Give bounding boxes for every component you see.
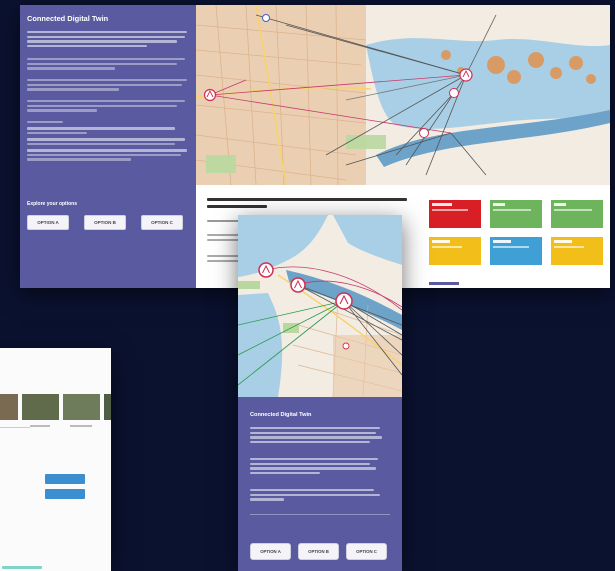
desktop-paragraph-4 bbox=[27, 100, 185, 114]
desktop-paragraph-3 bbox=[27, 79, 187, 93]
desktop-option-c-button[interactable]: OPTION C bbox=[141, 215, 183, 230]
cell-tower-icon[interactable] bbox=[419, 128, 429, 138]
explore-options-heading: Explore your options bbox=[27, 201, 78, 207]
mobile-option-c-button[interactable]: OPTION C bbox=[346, 543, 387, 560]
result-tile bbox=[551, 237, 603, 265]
photo-thumbnail[interactable] bbox=[22, 394, 59, 420]
partial-mockup bbox=[0, 348, 111, 571]
photo-thumbnail[interactable] bbox=[0, 394, 18, 420]
mobile-option-b-button[interactable]: OPTION B bbox=[298, 543, 339, 560]
result-tile bbox=[429, 237, 481, 265]
partial-blue-button[interactable] bbox=[45, 489, 85, 499]
option-b-heading bbox=[207, 198, 407, 201]
mobile-map-svg bbox=[238, 215, 402, 397]
photo-strip bbox=[0, 394, 111, 434]
result-tile bbox=[551, 200, 603, 228]
cell-tower-icon[interactable] bbox=[459, 68, 473, 82]
result-tile bbox=[490, 237, 542, 265]
cell-tower-icon[interactable] bbox=[262, 14, 270, 22]
mobile-info-panel: Connected Digital Twin OPTION A OPTION B… bbox=[238, 397, 402, 571]
result-tile bbox=[429, 200, 481, 228]
cell-tower-icon[interactable] bbox=[290, 277, 306, 293]
photo-thumbnail[interactable] bbox=[104, 394, 111, 420]
mobile-mockup: Connected Digital Twin OPTION A OPTION B… bbox=[238, 215, 402, 571]
tiles-footnote-link[interactable] bbox=[429, 282, 459, 285]
desktop-option-a-button[interactable]: OPTION A bbox=[27, 215, 69, 230]
desktop-mockup: Connected Digital Twin bbox=[20, 5, 610, 288]
desktop-title: Connected Digital Twin bbox=[27, 14, 109, 23]
cell-tower-icon[interactable] bbox=[203, 88, 217, 102]
mobile-option-buttons: OPTION A OPTION B OPTION C bbox=[250, 543, 387, 560]
cell-tower-icon[interactable] bbox=[258, 262, 274, 278]
mobile-network-map[interactable] bbox=[238, 215, 402, 397]
mobile-option-a-button[interactable]: OPTION A bbox=[250, 543, 291, 560]
option-b-description bbox=[207, 220, 257, 225]
desktop-sidebar: Connected Digital Twin bbox=[20, 5, 196, 288]
result-tile bbox=[490, 200, 542, 228]
photo-thumbnail[interactable] bbox=[63, 394, 100, 420]
desktop-option-list bbox=[27, 121, 187, 163]
cell-tower-icon[interactable] bbox=[335, 292, 353, 310]
desktop-network-map[interactable] bbox=[196, 5, 610, 185]
mobile-paragraph-3 bbox=[250, 489, 380, 503]
result-tiles bbox=[429, 200, 603, 265]
cell-tower-icon[interactable] bbox=[449, 88, 459, 98]
desktop-map-svg bbox=[196, 5, 610, 185]
mobile-paragraph-2 bbox=[250, 458, 378, 476]
partial-blue-button[interactable] bbox=[45, 474, 85, 484]
mobile-paragraph-1 bbox=[250, 427, 382, 445]
desktop-option-buttons: OPTION A OPTION B OPTION C bbox=[27, 215, 183, 230]
desktop-option-b-button[interactable]: OPTION B bbox=[84, 215, 126, 230]
mobile-title: Connected Digital Twin bbox=[250, 412, 312, 418]
desktop-paragraph-2 bbox=[27, 58, 185, 72]
desktop-intro-text bbox=[27, 31, 187, 49]
cell-tower-icon[interactable] bbox=[342, 342, 350, 350]
